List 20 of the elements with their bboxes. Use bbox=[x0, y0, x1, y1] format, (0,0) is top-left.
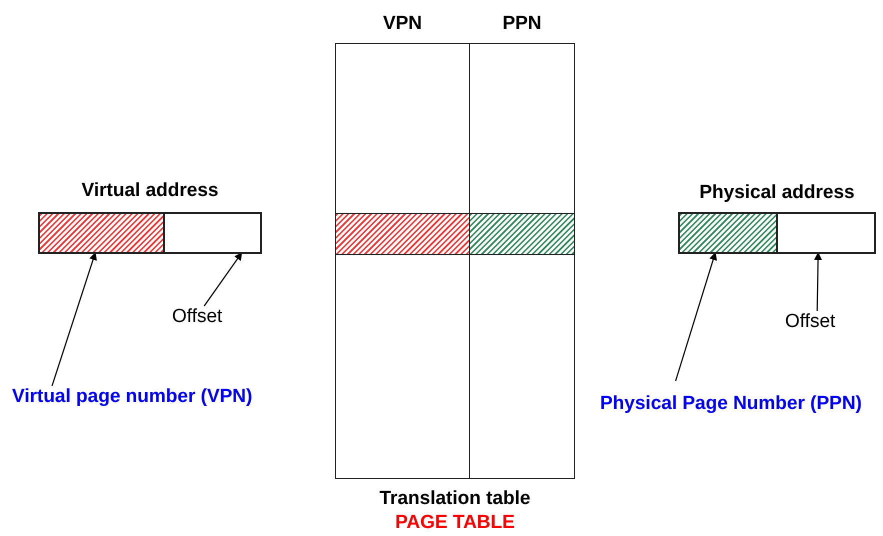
table-entry bbox=[469, 213, 575, 255]
callout-label: Virtual page number (VPN) bbox=[12, 386, 262, 408]
leader-line bbox=[204, 252, 242, 306]
column-heading: PPN bbox=[501, 13, 543, 35]
table-caption: Translation table bbox=[378, 488, 532, 510]
address-heading: Virtual address bbox=[80, 180, 220, 202]
table-entry bbox=[335, 213, 470, 255]
page-number-segment bbox=[39, 213, 164, 253]
table-caption: PAGE TABLE bbox=[394, 512, 516, 534]
leader-line bbox=[675, 252, 717, 382]
leader-line bbox=[814, 252, 822, 312]
address-heading: Physical address bbox=[698, 182, 856, 204]
offset-segment bbox=[164, 213, 261, 253]
callout-label: Physical Page Number (PPN) bbox=[600, 381, 870, 427]
offset-label: Offset bbox=[785, 311, 855, 333]
leader-line bbox=[51, 252, 97, 386]
offset-label: Offset bbox=[172, 306, 242, 328]
page-number-segment bbox=[679, 213, 777, 253]
column-heading: VPN bbox=[382, 13, 424, 35]
offset-segment bbox=[777, 213, 875, 253]
